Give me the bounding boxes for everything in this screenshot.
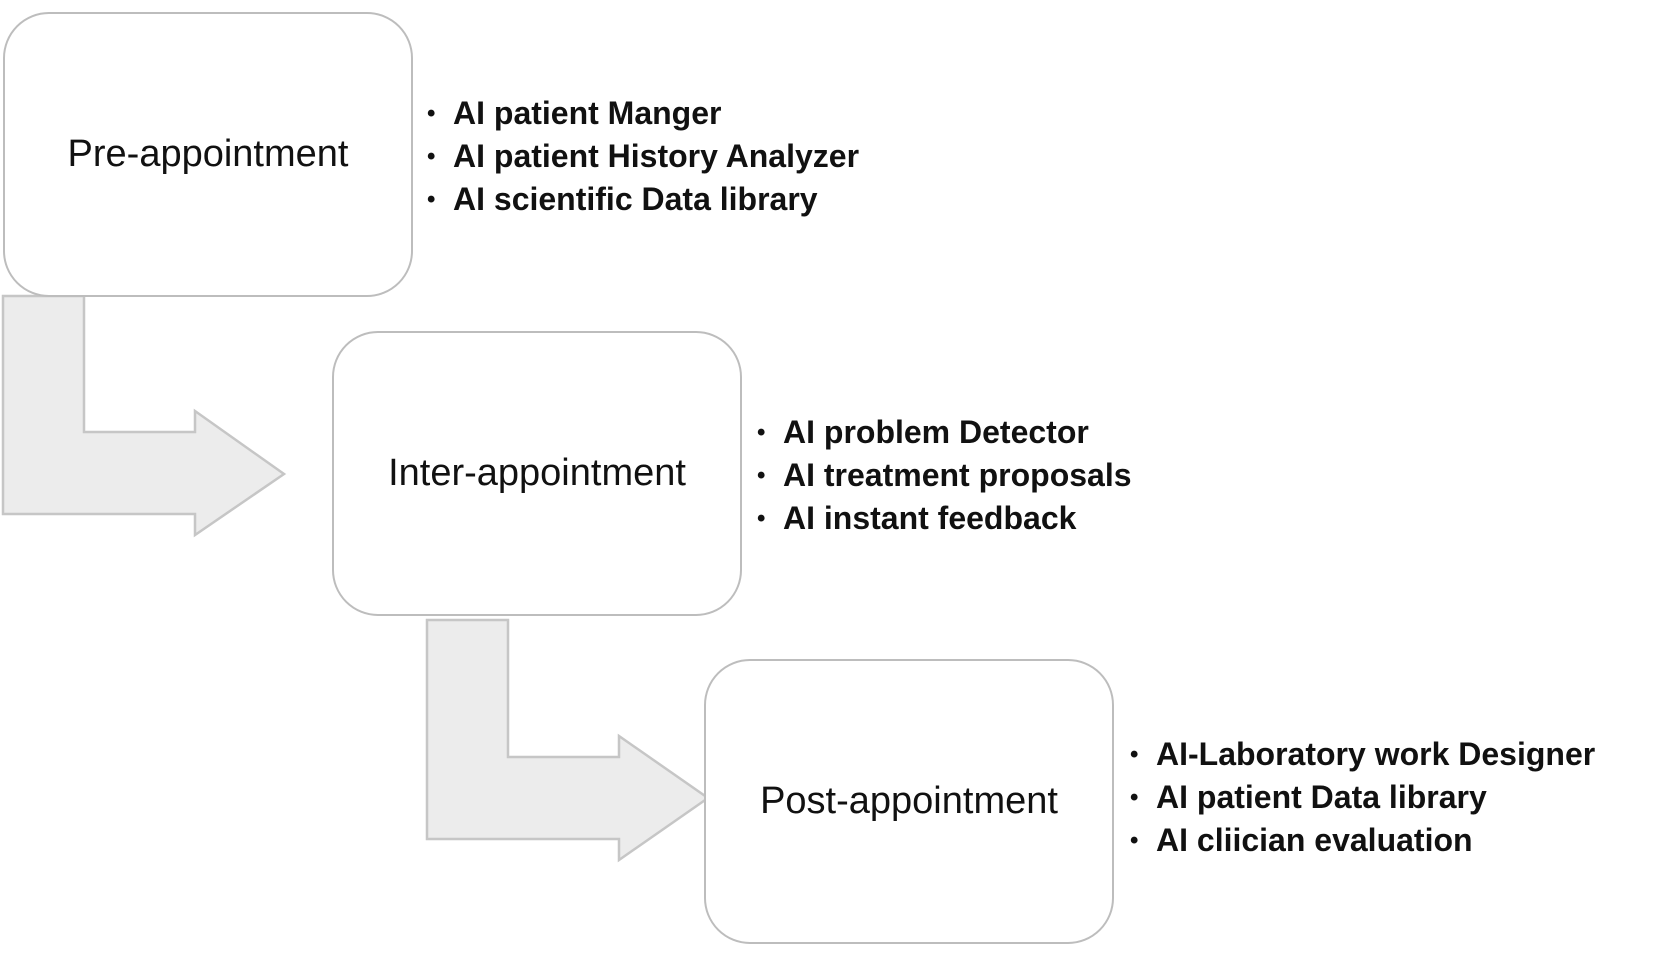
list-item-text: AI scientific Data library (453, 181, 818, 217)
list-item-text: AI cliician evaluation (1156, 822, 1473, 858)
list-item-text: AI patient Manger (453, 95, 722, 131)
bullet-icon: • (1130, 741, 1139, 768)
bent-arrow-inter-to-post (425, 618, 711, 863)
bullet-icon: • (427, 143, 436, 170)
bullet-icon: • (427, 100, 436, 127)
stage-box-pre-appointment: Pre-appointment (3, 12, 413, 297)
list-item: • AI patient Manger (427, 92, 859, 135)
bullet-icon: • (757, 505, 766, 532)
list-item-text: AI problem Detector (783, 414, 1089, 450)
stage-item-list-post-appointment: • AI-Laboratory work Designer • AI patient… (1130, 733, 1595, 862)
stage-item-list-inter-appointment: • AI problem Detector • AI treatment propo… (757, 411, 1132, 540)
bullet-icon: • (757, 462, 766, 489)
list-item-text: AI patient Data library (1156, 779, 1487, 815)
list-item: • AI scientific Data library (427, 178, 859, 221)
list-item: • AI instant feedback (757, 497, 1132, 540)
list-item: • AI patient History Analyzer (427, 135, 859, 178)
bullet-icon: • (1130, 784, 1139, 811)
bullet-icon: • (427, 186, 436, 213)
list-item: • AI treatment proposals (757, 454, 1132, 497)
stage-label: Inter-appointment (388, 452, 686, 494)
stage-label: Post-appointment (760, 780, 1058, 822)
bent-arrow-pre-to-inter (1, 294, 287, 538)
stage-item-list-pre-appointment: • AI patient Manger • AI patient History A… (427, 92, 859, 221)
list-item: • AI patient Data library (1130, 776, 1595, 819)
list-item-text: AI treatment proposals (783, 457, 1132, 493)
stage-label: Pre-appointment (67, 133, 349, 175)
list-item: • AI-Laboratory work Designer (1130, 733, 1595, 776)
list-item: • AI problem Detector (757, 411, 1132, 454)
list-item: • AI cliician evaluation (1130, 819, 1595, 862)
list-item-text: AI-Laboratory work Designer (1156, 736, 1596, 772)
stage-box-inter-appointment: Inter-appointment (332, 331, 742, 616)
bullet-icon: • (757, 419, 766, 446)
list-item-text: AI patient History Analyzer (453, 138, 860, 174)
stage-box-post-appointment: Post-appointment (704, 659, 1114, 944)
bullet-icon: • (1130, 827, 1139, 854)
list-item-text: AI instant feedback (783, 500, 1077, 536)
